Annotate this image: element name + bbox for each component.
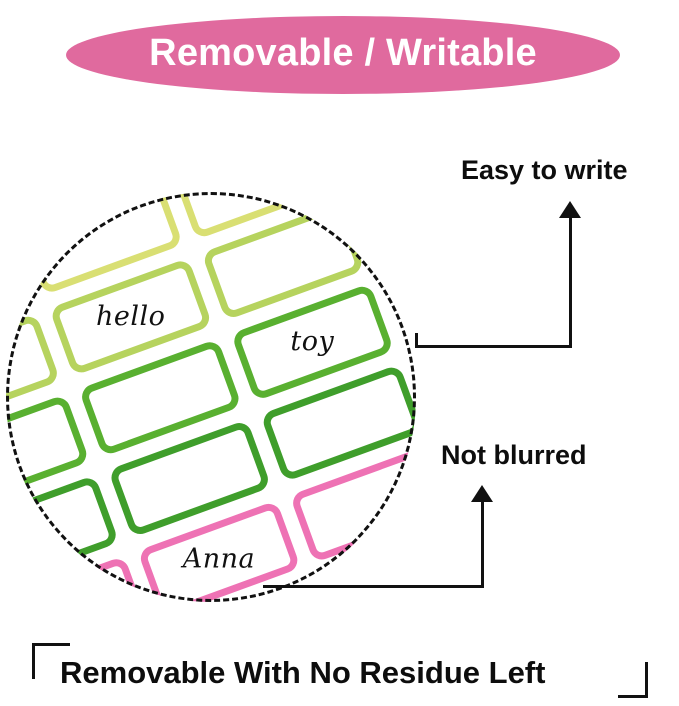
callout-label-not-blurred: Not blurred xyxy=(441,440,587,470)
leader-line-horizontal-easy-to-write xyxy=(415,345,572,348)
banner-title: Removable / Writable xyxy=(149,32,537,74)
sticker-handwriting-text: toy xyxy=(290,326,335,358)
banner: Removable / Writable xyxy=(66,16,620,94)
leader-line-tick-easy-to-write xyxy=(415,333,418,347)
arrow-up-icon-easy-to-write xyxy=(559,201,581,218)
leader-line-vertical-not-blurred xyxy=(481,499,484,587)
banner-ellipse-shape xyxy=(66,16,620,94)
leader-line-horizontal-not-blurred xyxy=(263,585,484,588)
caption-bracket-top-left xyxy=(32,643,70,679)
sticker-handwriting-text: hello xyxy=(95,300,166,332)
caption-bracket-bottom-right xyxy=(618,662,648,698)
bottom-caption: Removable With No Residue Left xyxy=(60,655,546,690)
sticker-handwriting-text: Anna xyxy=(182,543,256,575)
callout-label-easy-to-write: Easy to write xyxy=(461,155,628,185)
leader-line-vertical-easy-to-write xyxy=(569,215,572,347)
arrow-up-icon-not-blurred xyxy=(471,485,493,502)
